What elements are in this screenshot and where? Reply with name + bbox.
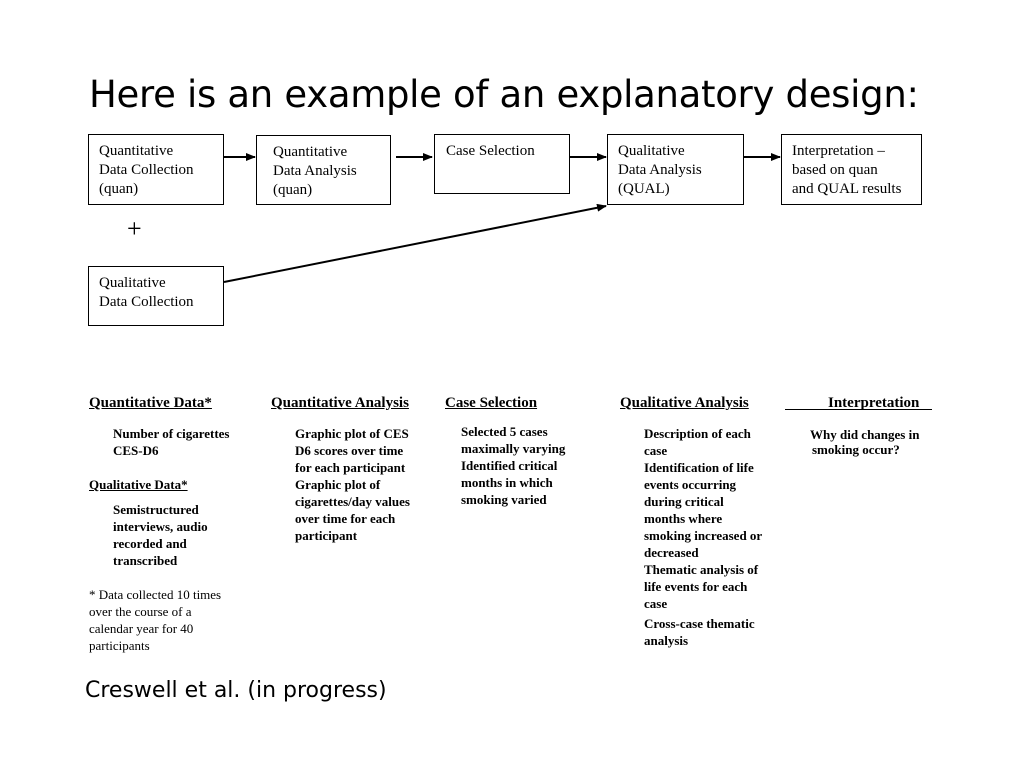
heading-quantitative-data: Quantitative Data* xyxy=(89,395,212,411)
case-selection-details: Selected 5 cases maximally varying Ident… xyxy=(461,423,565,508)
box-line: Qualitative xyxy=(99,275,166,291)
detail-line: D6 scores over time xyxy=(295,443,404,458)
box-line: Interpretation – xyxy=(792,143,885,159)
box-quantitative-data-analysis: Quantitative Data Analysis (quan) xyxy=(256,135,391,205)
detail-line: recorded and xyxy=(113,536,187,551)
slide-title: Here is an example of an explanatory des… xyxy=(89,73,919,116)
box-line: Quantitative xyxy=(273,144,348,160)
footnote-line: over the course of a xyxy=(89,604,192,619)
detail-line: decreased xyxy=(644,545,699,560)
box-line: Data Collection xyxy=(99,294,194,310)
detail-line: smoking varied xyxy=(461,492,547,507)
quantitative-data-details: Number of cigarettes CES-D6 xyxy=(113,425,230,459)
qualitative-analysis-details: Description of each case Identification … xyxy=(644,425,762,649)
footnote-line: calendar year for 40 xyxy=(89,621,194,636)
detail-line: Thematic analysis of xyxy=(644,562,759,577)
box-line: (quan) xyxy=(273,182,313,198)
box-case-selection: Case Selection xyxy=(434,134,570,194)
detail-line: Number of cigarettes xyxy=(113,426,230,441)
heading-quantitative-analysis: Quantitative Analysis xyxy=(271,395,409,411)
box-line: based on quan xyxy=(792,162,878,178)
arrow-qual-collection-to-qual-analysis xyxy=(223,203,607,283)
box-interpretation: Interpretation – based on quan and QUAL … xyxy=(781,134,922,205)
box-line: Case Selection xyxy=(446,143,535,159)
box-line: Qualitative xyxy=(618,143,685,159)
detail-line: during critical xyxy=(644,494,724,509)
detail-line: smoking increased or xyxy=(644,528,763,543)
quantitative-analysis-details: Graphic plot of CES D6 scores over time … xyxy=(295,425,410,544)
detail-line: events occurring xyxy=(644,477,737,492)
detail-line: Identification of life xyxy=(644,460,754,475)
detail-line: CES-D6 xyxy=(113,443,159,458)
detail-line: interviews, audio xyxy=(113,519,208,534)
qualitative-data-details: Semistructured interviews, audio recorde… xyxy=(113,501,208,569)
detail-line: analysis xyxy=(644,633,689,648)
footnote-line: participants xyxy=(89,638,150,653)
box-line: Data Collection xyxy=(99,162,194,178)
plus-sign: + xyxy=(127,214,142,243)
heading-case-selection: Case Selection xyxy=(445,395,538,411)
box-line: (quan) xyxy=(99,181,139,197)
detail-line: life events for each xyxy=(644,579,748,594)
box-line: (QUAL) xyxy=(618,181,670,197)
detail-line: smoking occur? xyxy=(812,442,900,457)
detail-line: Why did changes in xyxy=(810,427,920,442)
footnote: * Data collected 10 times over the cours… xyxy=(89,586,221,654)
detail-line: cigarettes/day values xyxy=(295,494,410,509)
detail-line: Graphic plot of xyxy=(295,477,381,492)
detail-line: Cross-case thematic xyxy=(644,616,755,631)
box-qualitative-data-analysis: Qualitative Data Analysis (QUAL) xyxy=(607,134,744,205)
box-qualitative-data-collection: Qualitative Data Collection xyxy=(88,266,224,326)
detail-line: case xyxy=(644,596,668,611)
detail-line: months where xyxy=(644,511,723,526)
box-line: Quantitative xyxy=(99,143,174,159)
box-quantitative-data-collection: Quantitative Data Collection (quan) xyxy=(88,134,224,205)
footnote-line: * Data collected 10 times xyxy=(89,587,222,602)
detail-line: over time for each xyxy=(295,511,396,526)
heading-interpretation: Interpretation xyxy=(828,395,920,411)
detail-line: participant xyxy=(295,528,358,543)
detail-line: months in which xyxy=(461,475,553,490)
detail-line: Graphic plot of CES xyxy=(295,426,409,441)
detail-line: case xyxy=(644,443,668,458)
detail-line: Description of each xyxy=(644,426,751,441)
heading-qualitative-analysis: Qualitative Analysis xyxy=(620,395,749,411)
citation: Creswell et al. (in progress) xyxy=(85,678,387,703)
detail-line: Semistructured xyxy=(113,502,199,517)
detail-line: maximally varying xyxy=(461,441,566,456)
detail-line: Selected 5 cases xyxy=(461,424,548,439)
detail-line: for each participant xyxy=(295,460,406,475)
box-line: and QUAL results xyxy=(792,181,902,197)
interpretation-details: Why did changes in smoking occur? xyxy=(810,427,919,457)
box-line: Data Analysis xyxy=(273,163,357,179)
box-line: Data Analysis xyxy=(618,162,702,178)
interpretation-underline xyxy=(785,409,932,410)
detail-line: Identified critical xyxy=(461,458,558,473)
detail-line: transcribed xyxy=(113,553,178,568)
heading-qualitative-data: Qualitative Data* xyxy=(89,477,188,492)
